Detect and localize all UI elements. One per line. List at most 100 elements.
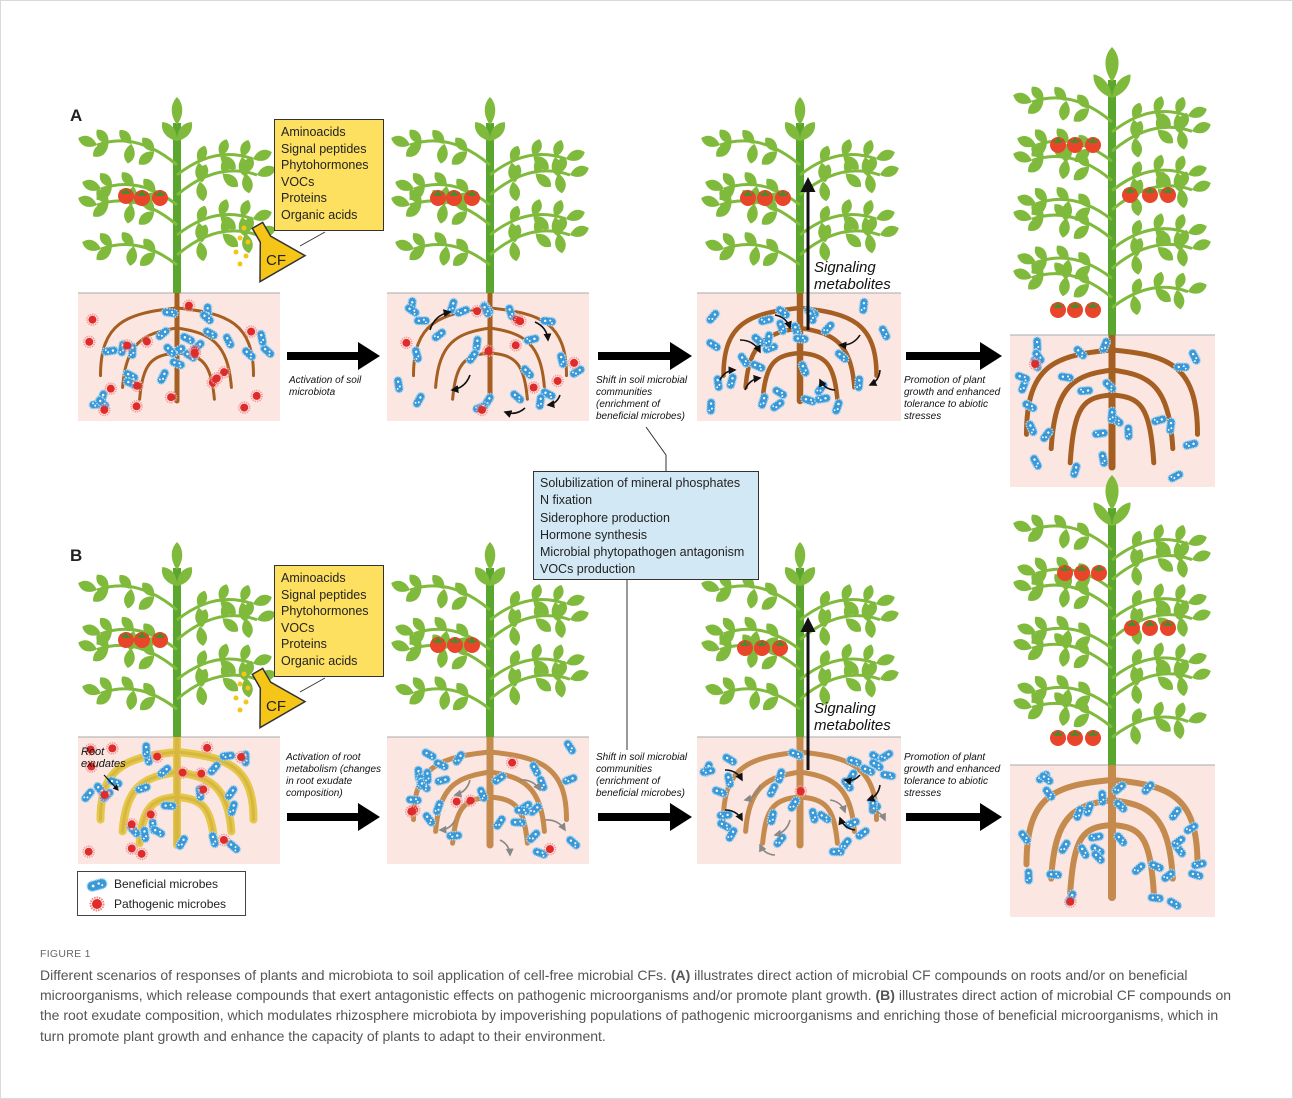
leaf [1153,154,1164,172]
leaf [876,594,895,606]
branch [489,598,567,622]
leaf [553,644,564,662]
leaf [794,97,806,125]
beneficial-microbe [207,831,220,849]
microbe-arrow [724,809,743,822]
tomato-calyx [153,631,167,638]
leaf [82,179,101,191]
branch [413,627,491,651]
leaf [1013,92,1032,104]
leaf [749,246,761,266]
leaf [126,690,138,711]
beneficial-microbe [218,750,237,762]
leaf [1173,289,1185,310]
leaf [1077,581,1090,596]
leaf [451,596,468,610]
leaf [819,650,831,668]
pathogenic-microbe [140,335,154,348]
stem [1108,80,1116,335]
microbe-arrow [819,378,836,391]
beneficial-microbe [828,846,846,857]
leaf [511,668,522,686]
pathogenic-microbe [82,845,95,858]
beneficial-microbe [765,781,780,799]
branch [176,614,258,641]
leaf [253,149,272,161]
beneficial-microbe [156,368,170,385]
leaf [124,203,135,224]
pathogenic-microbe [527,381,540,394]
stem [486,123,494,293]
microbe-arrow [774,314,792,330]
leaf [535,173,552,188]
caption-intro: Different scenarios of responses of plan… [40,967,671,983]
leaf [1175,525,1186,542]
leaf [701,195,720,207]
beneficial-microbe [141,741,152,759]
leaf [1188,534,1207,546]
process-arrowhead [980,803,1002,831]
leaf [1131,589,1143,607]
leaf [142,137,155,152]
leaf [138,211,155,225]
panel-b-step1-label: Activation of root metabolism (changes i… [286,752,382,799]
cf-compound-item: VOCs [281,620,315,635]
mechanism-item: VOCs production [540,562,636,577]
leaf [761,596,778,610]
leaf [220,216,232,234]
leaf [705,239,724,251]
leaf [1192,550,1211,562]
leaf [1078,622,1091,637]
beneficial-microbe [1170,834,1187,849]
legend-pathogenic-label: Pathogenic microbes [114,897,227,911]
microbe-arrow [499,839,514,857]
root [743,769,803,834]
leaf [1031,145,1044,160]
beneficial-microbe [1039,427,1054,443]
leaf [99,233,112,247]
branch [723,183,801,207]
beneficial-microbe [1087,831,1105,843]
leaf [1028,705,1044,720]
leaf [93,143,109,157]
tomato-calyx [448,636,462,643]
beneficial-microbe [413,316,431,326]
tomato-calyx [1123,186,1137,193]
beneficial-microbe [422,767,433,786]
leaf [222,678,239,692]
leaf [434,676,447,691]
leaf [866,156,877,174]
beneficial-microbe [162,342,178,359]
mechanism-item: Microbial phytopathogen antagonism [540,545,745,560]
beneficial-microbe [1111,780,1128,796]
leaf [1056,616,1069,630]
leaf [409,634,422,649]
leaf [242,618,253,638]
leaf [437,203,448,224]
pathogenic-microbe [464,794,477,807]
leaf [766,683,779,697]
leaf [1056,245,1069,260]
leaf [865,618,876,638]
beneficial-microbe [845,755,863,768]
stem [796,568,804,737]
branch [1111,597,1189,621]
branch [1111,715,1189,739]
pathogenic-microbe [86,313,99,326]
leaf [124,143,135,164]
leaf [1056,187,1069,201]
beneficial-microbe [877,324,892,342]
leaf [863,140,874,157]
leaf [761,211,778,225]
leaf [865,677,876,698]
pathogenic-microbe [244,325,258,338]
leaf [1031,573,1044,588]
root [434,326,492,389]
tomato-calyx [1068,301,1082,308]
branch [1111,125,1193,153]
leaf [124,648,135,669]
leaf [866,601,877,619]
leaf [196,145,208,163]
tomato-calyx [1086,301,1100,308]
leaf [93,588,109,602]
